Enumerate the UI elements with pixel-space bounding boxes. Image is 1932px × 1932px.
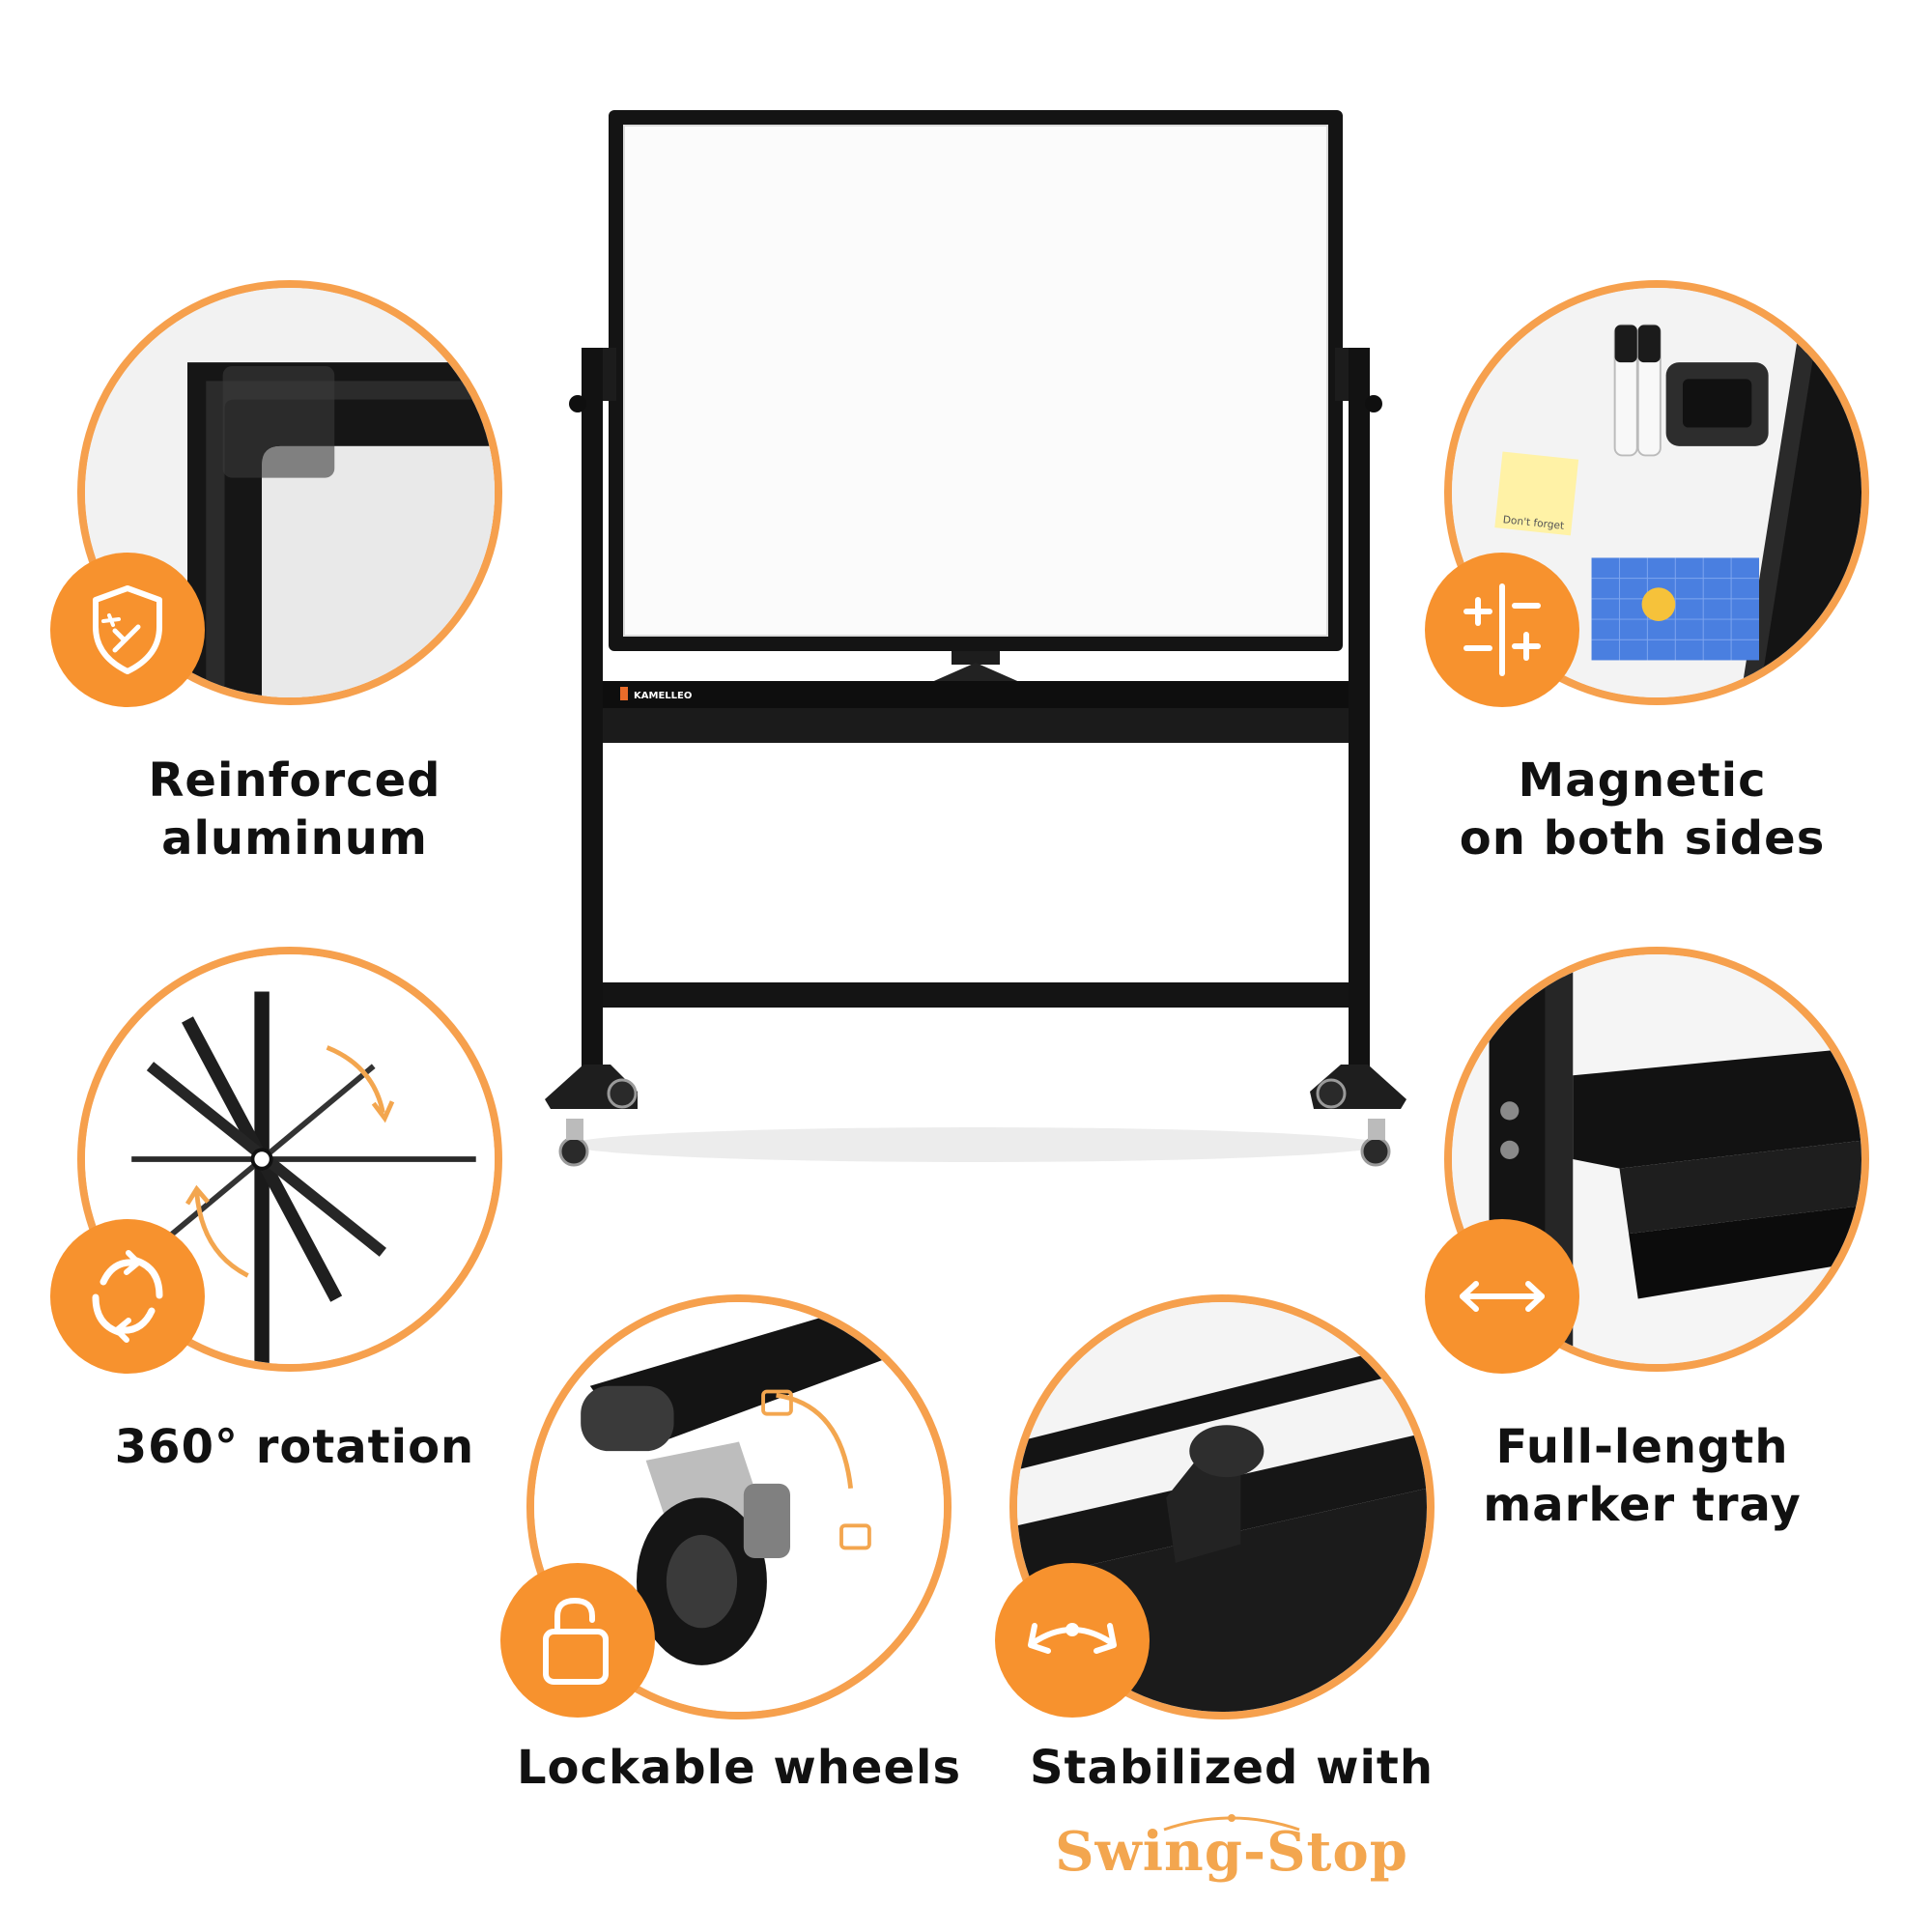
caption-wheels-line1: Lockable wheels (516, 1741, 962, 1795)
badge-wheels (500, 1563, 655, 1718)
caption-marker-tray-line1: Full-length (1495, 1420, 1789, 1474)
swing-arc-icon (1028, 1623, 1117, 1654)
unlock-icon (543, 1597, 609, 1685)
badge-reinforced (50, 553, 205, 707)
swing-stop-logo: Swing-Stop (995, 1804, 1468, 1884)
feature-circle-magnetic: Don't forget (1444, 280, 1869, 705)
rotation-diagram (85, 954, 495, 1364)
caption-magnetic-line1: Magnetic (1518, 753, 1767, 808)
frame-corner-closeup (85, 288, 495, 697)
marker-tray-closeup (1452, 954, 1861, 1364)
double-arrow-icon (1460, 1281, 1545, 1312)
brand-logo-text: KAMELLEO (634, 691, 692, 701)
badge-swing-stop (995, 1563, 1150, 1718)
caption-marker-tray-line2: marker tray (1483, 1478, 1802, 1532)
badge-magnetic (1425, 553, 1579, 707)
caption-magnetic-line2: on both sides (1459, 811, 1826, 866)
caption-reinforced: Reinforced aluminum (58, 752, 531, 867)
badge-marker-tray (1425, 1219, 1579, 1374)
feature-circle-rotation (77, 947, 502, 1372)
plus-minus-icon (1463, 583, 1541, 676)
feature-circle-marker-tray (1444, 947, 1869, 1372)
caption-wheels: Lockable wheels (502, 1739, 976, 1797)
caption-rotation-line1: 360° rotation (114, 1420, 475, 1474)
rotate-arrows-icon (92, 1250, 163, 1343)
caption-swing-stop-line1: Stabilized with (1029, 1741, 1435, 1795)
caption-marker-tray: Full-length marker tray (1401, 1418, 1884, 1534)
caption-magnetic: Magnetic on both sides (1401, 752, 1884, 867)
whiteboard-product-image: KAMELLEO (541, 97, 1410, 1198)
swing-stop-label: Swing-Stop (1055, 1820, 1408, 1884)
badge-rotation (50, 1219, 205, 1374)
magnetic-accessories-closeup: Don't forget (1452, 288, 1861, 697)
feature-circle-reinforced-corner (77, 280, 502, 705)
caption-reinforced-line2: aluminum (161, 811, 428, 866)
caption-reinforced-line1: Reinforced (148, 753, 441, 808)
swing-stop-arc-icon (1163, 1814, 1300, 1832)
shield-sparkle-icon (93, 585, 162, 674)
caption-rotation: 360° rotation (58, 1418, 531, 1476)
whiteboard-drawing: KAMELLEO (545, 110, 1406, 1167)
caption-swing-stop: Stabilized with (995, 1739, 1468, 1797)
